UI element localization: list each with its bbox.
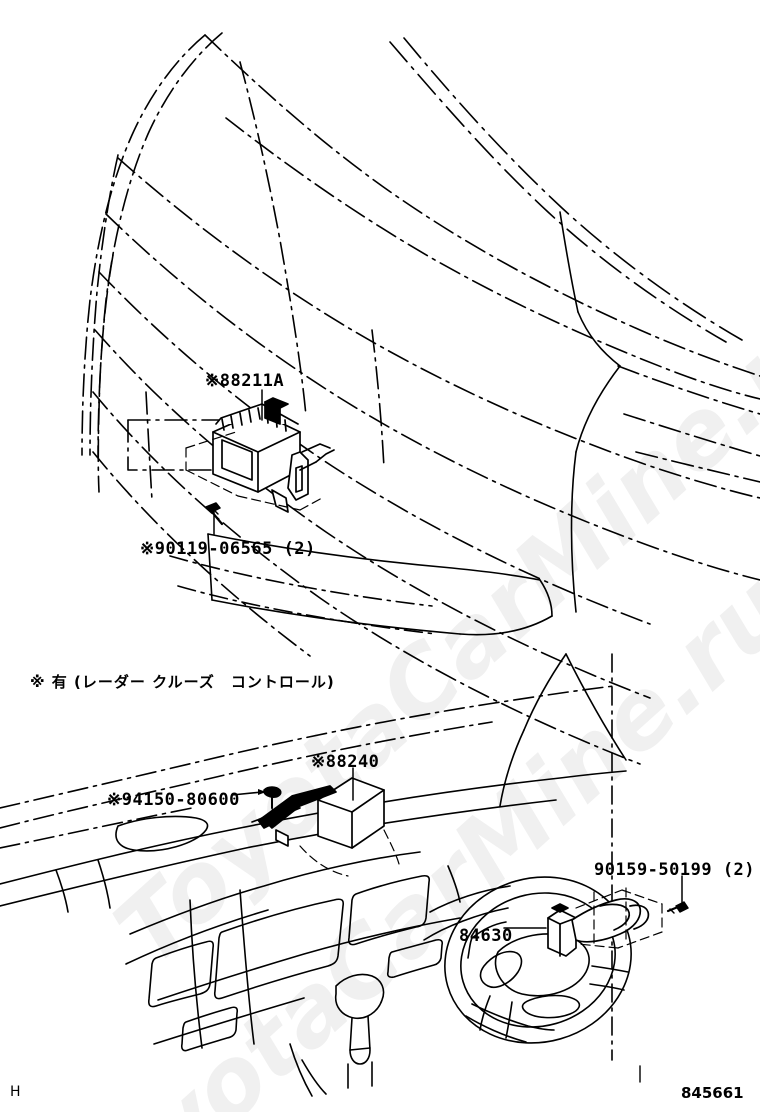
screw-part — [666, 901, 689, 914]
switch-mount-phantom — [575, 887, 663, 949]
steering-wheel — [444, 876, 632, 1044]
ecu-mount-phantom — [299, 829, 401, 877]
label-90159-50199: 90159-50199 (2) — [594, 860, 756, 880]
label-94150-80600: ※94150-80600 — [107, 790, 240, 810]
shift-lever — [289, 973, 385, 1097]
leader-94150 — [231, 791, 263, 796]
label-88211a: ※88211A — [205, 371, 285, 391]
front-body-solid-edges — [389, 37, 743, 613]
label-84630: 84630 — [459, 926, 513, 946]
footer-left-code: H — [10, 1084, 21, 1100]
dashboard-top-phantom — [0, 685, 615, 849]
lower-grille-slats — [169, 555, 437, 635]
label-radar-cruise-note: ※ 有 (レーダー クルーズ コントロール) — [30, 673, 335, 691]
defroster-vent — [115, 815, 209, 852]
lower-grille-opening — [207, 533, 553, 636]
radar-sensor-part — [212, 397, 335, 513]
steering-column-shroud — [423, 865, 511, 941]
center-stack-panel — [125, 851, 461, 1052]
lower-windshield-lines — [499, 653, 627, 1061]
label-90119-06565: ※90119-06565 (2) — [140, 539, 316, 559]
front-body-phantom-lines — [81, 32, 760, 765]
radar-mount-phantom — [185, 431, 323, 511]
label-88240: ※88240 — [311, 752, 380, 772]
cruise-control-ecu-part — [251, 777, 385, 849]
cruise-control-switch-part — [547, 898, 650, 957]
right-fender-lines — [617, 365, 760, 483]
clip-part — [263, 786, 282, 809]
footer-right-code: 845661 — [681, 1084, 744, 1102]
